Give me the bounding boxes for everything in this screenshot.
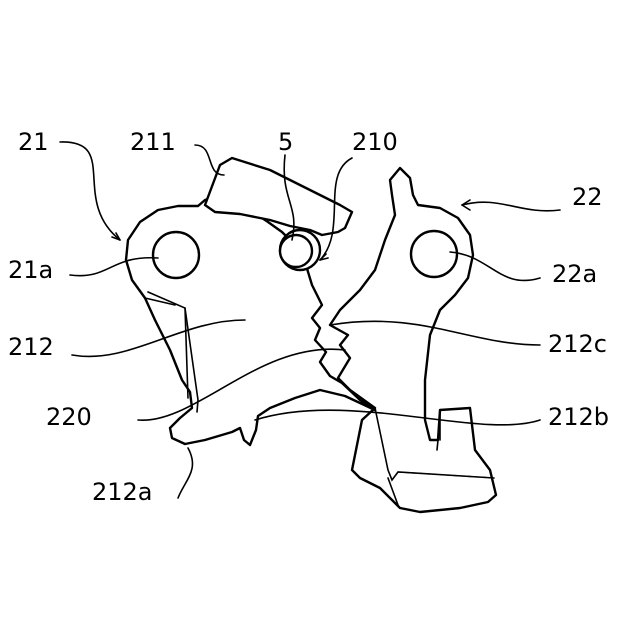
label-212a: 212a — [92, 478, 153, 506]
label-212: 212 — [8, 333, 54, 361]
pin-5 — [280, 230, 320, 270]
label-220: 220 — [46, 403, 92, 431]
right-part-22 — [330, 168, 496, 512]
label-211: 211 — [130, 128, 176, 156]
pivot-hole-21a — [153, 232, 199, 278]
label-22a: 22a — [552, 260, 597, 288]
pivot-hole-22a — [411, 231, 457, 277]
label-210: 210 — [352, 128, 398, 156]
label-212c: 212c — [548, 330, 607, 358]
label-5: 5 — [278, 128, 293, 156]
label-212b: 212b — [548, 403, 609, 431]
label-22: 22 — [572, 183, 603, 211]
label-21a: 21a — [8, 256, 53, 284]
label-21: 21 — [18, 128, 49, 156]
